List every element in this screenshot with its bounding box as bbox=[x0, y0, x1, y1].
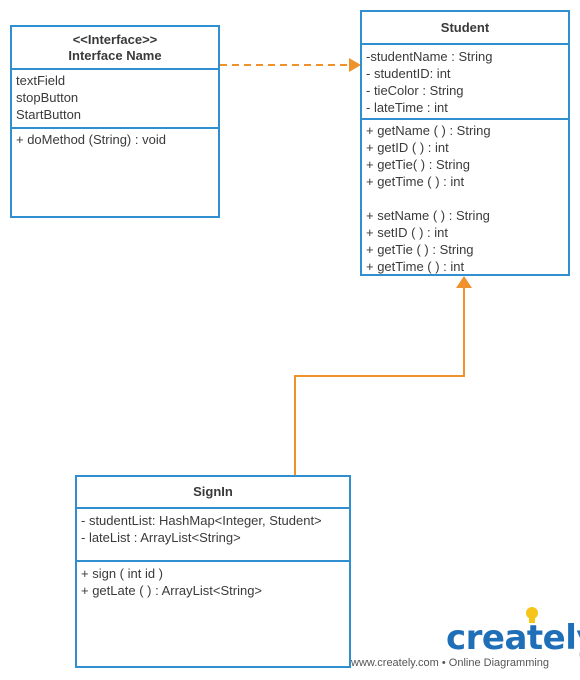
creately-footer: www.creately.com • Online Diagramming bbox=[351, 657, 550, 669]
method-row: + setName ( ) : String bbox=[366, 208, 490, 223]
inheritance-connector[interactable] bbox=[294, 287, 465, 475]
attribute-row: textField bbox=[16, 73, 66, 88]
signin-class-name: SignIn bbox=[193, 484, 233, 499]
interface-attributes: textField stopButton StartButton bbox=[12, 70, 218, 129]
signin-attributes: - studentList: HashMap<Integer, Student>… bbox=[77, 509, 349, 562]
attribute-row: StartButton bbox=[16, 107, 82, 122]
attribute-row: - studentList: HashMap<Integer, Student> bbox=[81, 513, 322, 528]
creately-logo: creately bbox=[446, 618, 580, 658]
lightbulb-icon bbox=[526, 607, 538, 623]
student-methods: + getName ( ) : String + getID ( ) : int… bbox=[362, 120, 568, 275]
student-attributes: -studentName : String - studentID: int -… bbox=[362, 45, 568, 120]
realization-arrowhead bbox=[349, 58, 361, 72]
interface-class-box[interactable]: <<Interface>> Interface Name textField s… bbox=[10, 25, 220, 218]
method-row: + setID ( ) : int bbox=[366, 225, 448, 240]
student-class-box[interactable]: Student -studentName : String - studentI… bbox=[360, 10, 570, 276]
student-header: Student bbox=[362, 12, 568, 45]
signin-header: SignIn bbox=[77, 477, 349, 509]
attribute-row: - studentID: int bbox=[366, 66, 451, 81]
attribute-row: -studentName : String bbox=[366, 49, 493, 64]
method-row: + getLate ( ) : ArrayList<String> bbox=[81, 583, 263, 598]
attribute-row: stopButton bbox=[16, 90, 79, 105]
attribute-row: - lateTime : int bbox=[366, 100, 448, 115]
inheritance-arrowhead bbox=[456, 276, 472, 288]
interface-stereotype: <<Interface>> bbox=[72, 31, 158, 47]
method-spacer bbox=[366, 190, 564, 207]
interface-name: Interface Name bbox=[68, 47, 162, 63]
method-row: + getTie ( ) : String bbox=[366, 242, 474, 257]
method-row: + getID ( ) : int bbox=[366, 140, 449, 155]
attribute-row: - lateList : ArrayList<String> bbox=[81, 530, 241, 545]
method-row: + sign ( int id ) bbox=[81, 566, 164, 581]
attribute-row: - tieColor : String bbox=[366, 83, 464, 98]
student-class-name: Student bbox=[440, 19, 490, 35]
interface-header: <<Interface>> Interface Name bbox=[12, 27, 218, 70]
interface-methods: + doMethod (String) : void bbox=[12, 129, 218, 148]
method-row: + getTie( ) : String bbox=[366, 157, 470, 172]
method-row: + doMethod (String) : void bbox=[16, 132, 166, 147]
signin-class-box[interactable]: SignIn - studentList: HashMap<Integer, S… bbox=[75, 475, 351, 668]
signin-methods: + sign ( int id ) + getLate ( ) : ArrayL… bbox=[77, 562, 349, 599]
method-row: + getTime ( ) : int bbox=[366, 174, 465, 189]
method-row: + getTime ( ) : int bbox=[366, 259, 465, 274]
method-row: + getName ( ) : String bbox=[366, 123, 491, 138]
